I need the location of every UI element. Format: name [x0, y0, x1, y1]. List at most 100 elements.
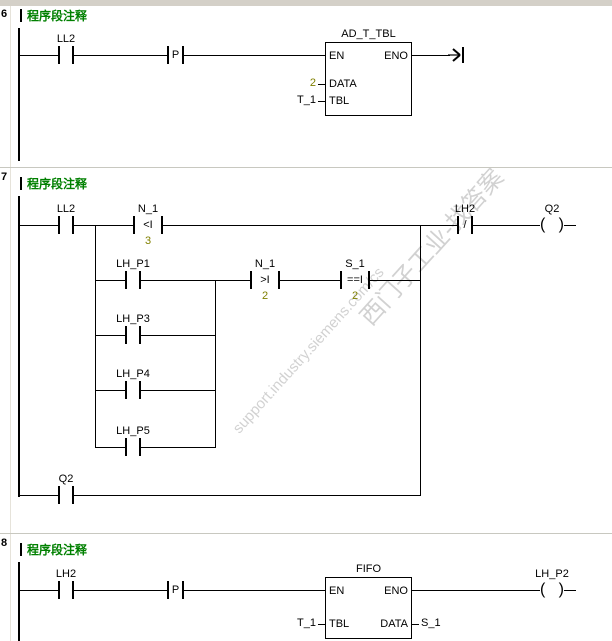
operand-label[interactable]: N_1 [137, 203, 159, 215]
no-contact[interactable] [125, 326, 141, 344]
wire-segment [412, 590, 540, 591]
operand-label[interactable]: LH_P1 [116, 258, 150, 270]
pin-data: DATA [329, 78, 357, 90]
output-coil[interactable]: ( ) [540, 581, 564, 599]
wire-segment [141, 280, 250, 281]
branch-wire [420, 225, 421, 496]
compare-contact[interactable]: <I [133, 216, 163, 234]
pin-stub [318, 84, 325, 85]
operand-label[interactable]: Q2 [544, 203, 560, 215]
pin-data: DATA [380, 618, 408, 630]
wire-segment [74, 495, 420, 496]
pin-tbl: TBL [329, 618, 350, 630]
no-contact[interactable] [58, 46, 74, 64]
coil-right-paren: ) [558, 581, 564, 598]
pin-eno: ENO [384, 585, 408, 597]
network-number: 6 [1, 8, 8, 20]
wire-segment [96, 447, 125, 448]
branch-wire [215, 280, 216, 448]
positive-edge-contact[interactable]: P [167, 581, 184, 599]
wire-segment [473, 225, 540, 226]
power-rail [18, 28, 20, 161]
no-contact[interactable] [58, 581, 74, 599]
network-separator [0, 533, 612, 534]
wire-segment [163, 225, 457, 226]
compare-value[interactable]: 3 [144, 235, 152, 247]
network-comment[interactable]: 程序段注释 [27, 543, 88, 557]
power-rail [18, 196, 20, 497]
wire-segment [74, 55, 167, 56]
comment-cursor [20, 543, 22, 556]
operand-label[interactable]: LH_P3 [116, 313, 150, 325]
no-contact[interactable] [125, 438, 141, 456]
pin-value[interactable]: 2 [309, 77, 316, 89]
operand-label[interactable]: LL2 [56, 203, 76, 215]
compare-op: <I [143, 219, 153, 231]
operand-label[interactable]: LH_P2 [535, 568, 569, 580]
comment-cursor [20, 9, 22, 22]
wire-segment [280, 280, 340, 281]
compare-contact[interactable]: >I [250, 271, 280, 289]
top-scroll-edge [0, 0, 612, 6]
edge-contact-letter: P [171, 49, 180, 61]
pin-stub [412, 624, 419, 625]
output-coil[interactable]: ( ) [540, 216, 564, 234]
compare-op: >I [260, 274, 270, 286]
compare-value[interactable]: 2 [261, 290, 269, 302]
edge-contact-letter: P [171, 584, 180, 596]
operand-label[interactable]: LH_P4 [116, 368, 150, 380]
pin-tbl: TBL [329, 95, 350, 107]
network-number: 8 [1, 537, 8, 549]
block-title[interactable]: AD_T_TBL [341, 28, 396, 40]
function-block[interactable]: EN ENO DATA TBL [325, 42, 412, 116]
wire-segment [74, 590, 167, 591]
pin-operand[interactable]: S_1 [421, 617, 441, 629]
branch-wire [95, 225, 96, 448]
gutter-divider [10, 6, 11, 641]
network-comment[interactable]: 程序段注释 [27, 177, 88, 191]
pin-operand[interactable]: T_1 [297, 617, 316, 629]
wire-segment [564, 225, 576, 226]
function-block[interactable]: EN ENO TBL DATA [325, 577, 412, 639]
positive-edge-contact[interactable]: P [167, 46, 184, 64]
wire-segment [96, 335, 125, 336]
operand-label[interactable]: N_1 [254, 258, 276, 270]
nc-contact[interactable]: / [457, 216, 473, 234]
nc-slash: / [463, 219, 467, 231]
no-contact[interactable] [125, 271, 141, 289]
no-contact[interactable] [58, 486, 74, 504]
power-rail [18, 562, 20, 641]
operand-label[interactable]: LH_P5 [116, 425, 150, 437]
comment-cursor [20, 177, 22, 190]
wire-segment [141, 335, 215, 336]
wire-segment [96, 390, 125, 391]
no-contact[interactable] [58, 216, 74, 234]
pin-en: EN [329, 585, 345, 597]
pin-en: EN [329, 50, 345, 62]
jump-arrow-icon[interactable] [448, 45, 468, 65]
network-comment[interactable]: 程序段注释 [27, 9, 88, 23]
operand-label[interactable]: LL2 [56, 33, 76, 45]
coil-left-paren: ( [540, 581, 546, 598]
pin-operand[interactable]: T_1 [297, 94, 316, 106]
block-title[interactable]: FIFO [355, 563, 382, 575]
compare-value[interactable]: 2 [351, 290, 359, 302]
wire-segment [184, 590, 325, 591]
wire-segment [20, 225, 58, 226]
operand-label[interactable]: Q2 [58, 473, 74, 485]
no-contact[interactable] [125, 381, 141, 399]
coil-right-paren: ) [558, 216, 564, 233]
wire-segment [141, 447, 215, 448]
network-number: 7 [1, 171, 8, 183]
pin-eno: ENO [384, 50, 408, 62]
operand-label[interactable]: S_1 [345, 258, 365, 270]
operand-label[interactable]: LH2 [55, 568, 77, 580]
operand-label[interactable]: LH2 [454, 203, 476, 215]
wire-segment [141, 390, 215, 391]
pin-stub [318, 624, 325, 625]
compare-contact[interactable]: ==I [340, 271, 370, 289]
